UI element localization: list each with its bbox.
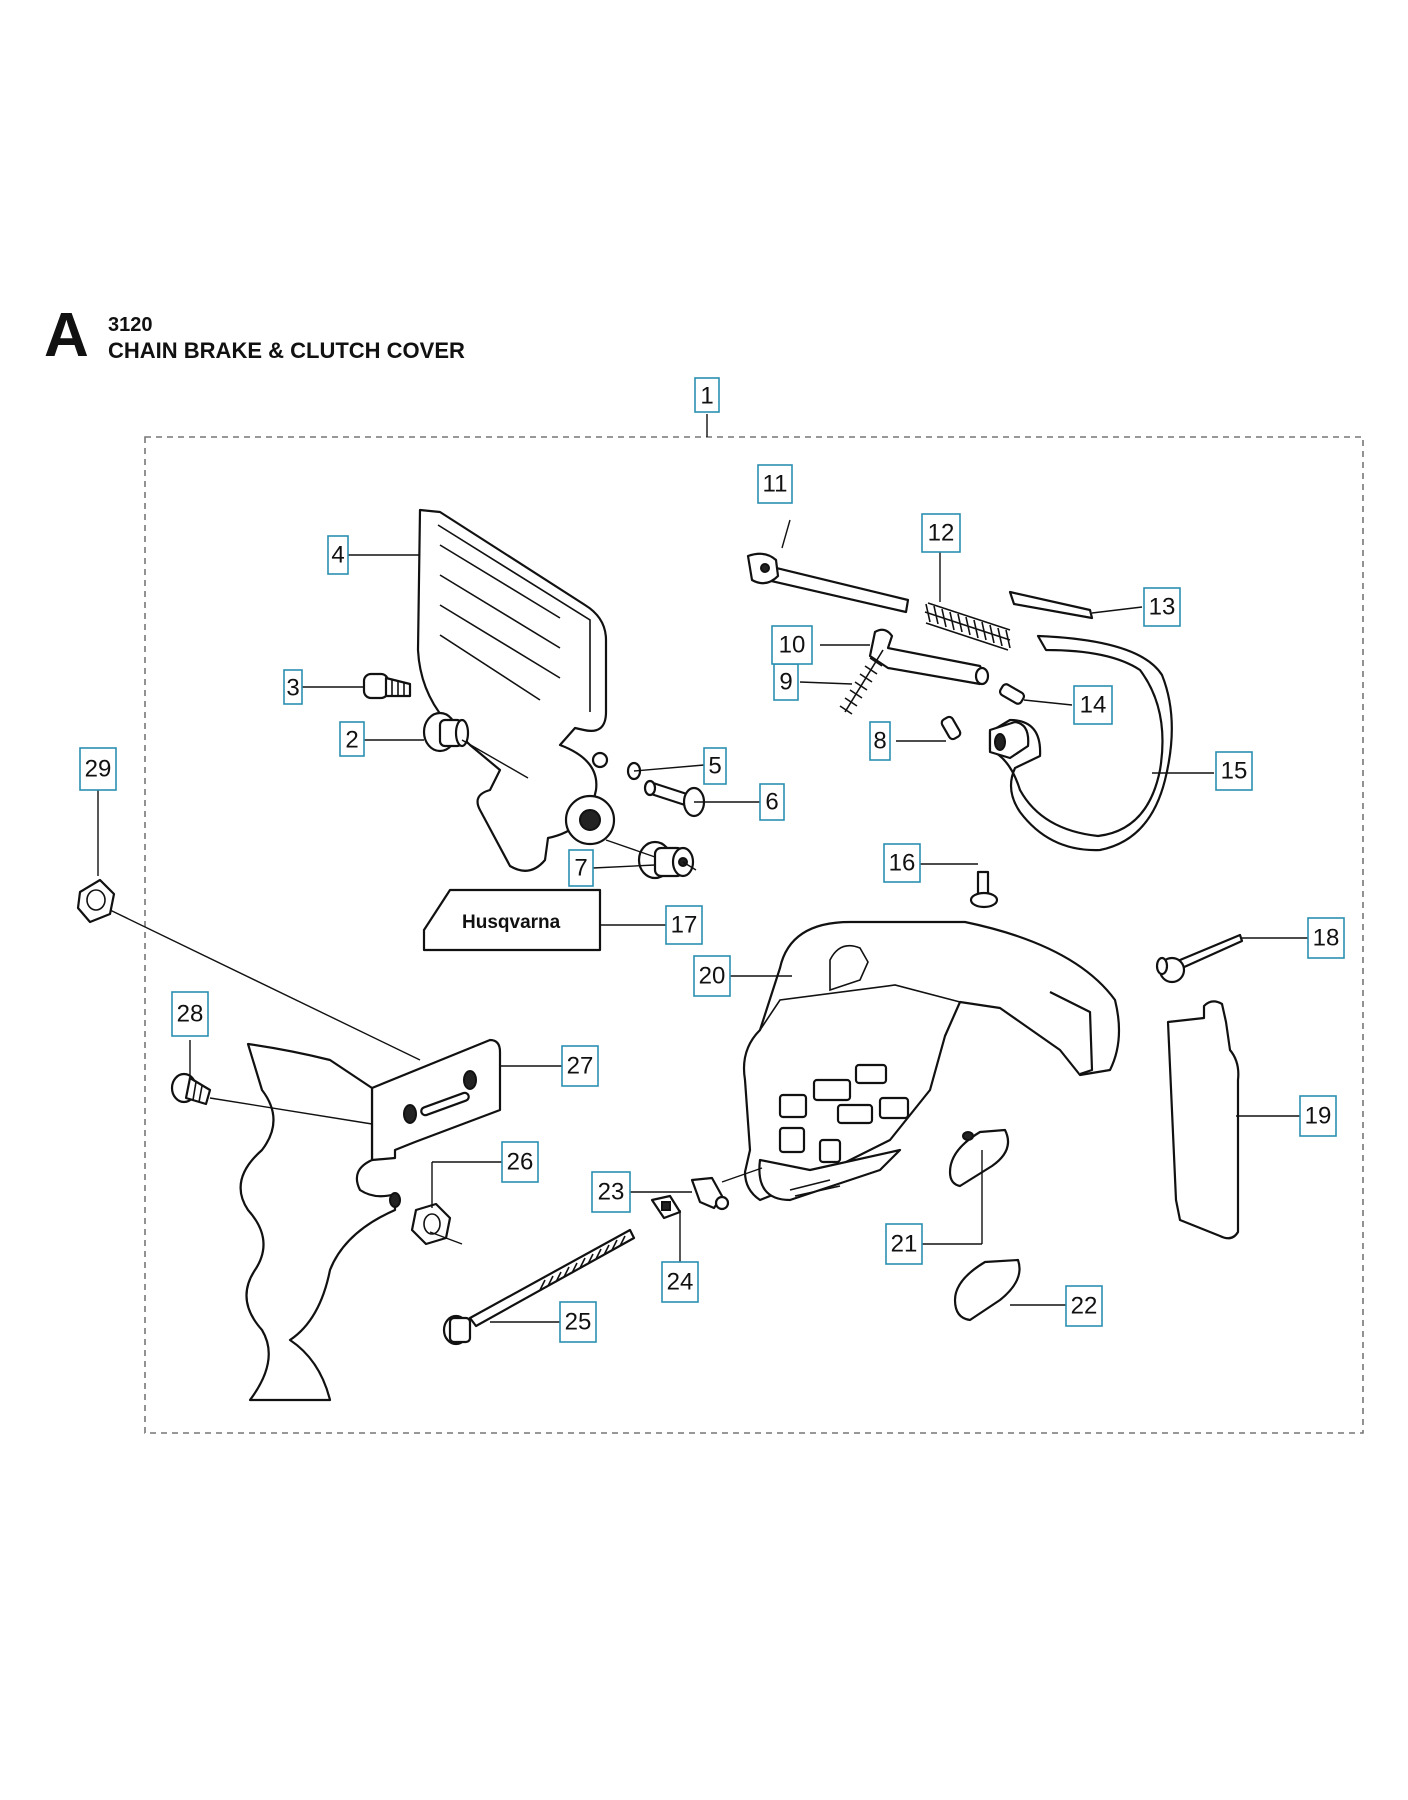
callout-13: 13: [1143, 587, 1181, 627]
part-24-nut: [650, 1194, 682, 1220]
callout-9: 9: [773, 663, 799, 701]
callout-11: 11: [757, 464, 793, 504]
part-3-screw: [362, 672, 412, 700]
part-10-lever: [868, 628, 990, 686]
assembly-1-frame: [144, 436, 1364, 1434]
section-title: CHAIN BRAKE & CLUTCH COVER: [108, 338, 465, 363]
part-11-rod: [746, 552, 910, 614]
svg-text:23: 23: [598, 1179, 625, 1206]
callout-3: 3: [283, 669, 303, 705]
callout-15: 15: [1215, 751, 1253, 791]
part-25-tensioner-screw: [442, 1228, 636, 1346]
part-23-adjuster: [690, 1176, 730, 1211]
callout-29: 29: [79, 747, 117, 791]
part-2-bushing: [422, 711, 470, 753]
svg-text:9: 9: [779, 669, 792, 696]
part-27-bracket: [370, 1038, 502, 1162]
part-13-plate: [1008, 590, 1094, 620]
svg-text:11: 11: [763, 471, 788, 498]
callout-28: 28: [171, 991, 209, 1037]
svg-text:21: 21: [891, 1231, 918, 1258]
callout-26: 26: [501, 1141, 539, 1183]
part-9-spring: [839, 649, 884, 715]
part-15-brake-band: [988, 634, 1173, 852]
svg-text:27: 27: [567, 1053, 594, 1080]
svg-text:28: 28: [177, 1001, 204, 1028]
callout-20: 20: [693, 955, 731, 997]
part-14-pin: [998, 683, 1026, 705]
part-29-nut: [76, 878, 116, 924]
part-4-brake-handle: [416, 508, 616, 872]
callout-19: 19: [1299, 1095, 1337, 1137]
part-17-decal: Husqvarna: [422, 888, 602, 952]
svg-text:20: 20: [699, 963, 726, 990]
svg-text:2: 2: [345, 727, 358, 754]
callout-2: 2: [339, 721, 365, 757]
callout-1: 1: [694, 377, 720, 413]
part-7-bushing: [637, 840, 695, 880]
section-letter: A: [44, 301, 89, 370]
svg-text:15: 15: [1221, 758, 1248, 785]
svg-text:19: 19: [1305, 1103, 1332, 1130]
callout-14: 14: [1073, 685, 1113, 725]
part-6-pin: [643, 779, 706, 818]
callout-22: 22: [1065, 1285, 1103, 1327]
part-28-screw: [170, 1072, 212, 1106]
part-16-screw: [969, 870, 999, 909]
callout-4: 4: [327, 535, 349, 575]
part-22-cap: [953, 1258, 1021, 1322]
callout-12: 12: [921, 513, 961, 553]
callout-8: 8: [869, 721, 891, 761]
part-8-pin: [940, 715, 962, 741]
callout-27: 27: [561, 1045, 599, 1087]
part-19-plate: [1166, 1000, 1240, 1240]
part-21-cap: [948, 1128, 1010, 1188]
part-20-clutch-cover: [742, 920, 1121, 1202]
callout-18: 18: [1307, 917, 1345, 959]
svg-text:24: 24: [667, 1269, 694, 1296]
callout-7: 7: [568, 849, 594, 887]
part-18-screw: [1155, 933, 1244, 984]
callout-10: 10: [771, 625, 813, 665]
svg-text:7: 7: [574, 855, 587, 882]
svg-text:29: 29: [85, 756, 112, 783]
svg-text:8: 8: [873, 728, 886, 755]
svg-text:6: 6: [765, 789, 778, 816]
svg-text:18: 18: [1313, 925, 1340, 952]
svg-text:12: 12: [928, 520, 955, 547]
svg-text:3: 3: [286, 675, 299, 702]
callout-5: 5: [703, 747, 727, 785]
bumper-hole: [389, 1192, 401, 1208]
callout-17: 17: [665, 905, 703, 945]
svg-text:25: 25: [565, 1309, 592, 1336]
callout-21: 21: [885, 1223, 923, 1265]
svg-text:10: 10: [779, 632, 806, 659]
husqvarna-logo-text: Husqvarna: [462, 912, 561, 933]
svg-text:4: 4: [331, 542, 344, 569]
callout-23: 23: [591, 1171, 631, 1213]
leader-lines: [97, 519, 1308, 1323]
callout-24: 24: [661, 1261, 699, 1303]
callout-16: 16: [883, 843, 921, 883]
svg-text:22: 22: [1071, 1293, 1098, 1320]
svg-text:5: 5: [708, 753, 721, 780]
svg-text:14: 14: [1080, 692, 1107, 719]
svg-text:17: 17: [671, 912, 698, 939]
model-number: 3120: [108, 314, 153, 336]
callout-25: 25: [559, 1301, 597, 1343]
svg-text:16: 16: [889, 850, 916, 877]
part-27-spike-bumper: [239, 1042, 397, 1402]
part-12-spring: [924, 602, 1011, 651]
svg-text:26: 26: [507, 1149, 534, 1176]
svg-text:13: 13: [1149, 594, 1176, 621]
svg-text:1: 1: [700, 383, 713, 410]
callout-6: 6: [759, 783, 785, 821]
